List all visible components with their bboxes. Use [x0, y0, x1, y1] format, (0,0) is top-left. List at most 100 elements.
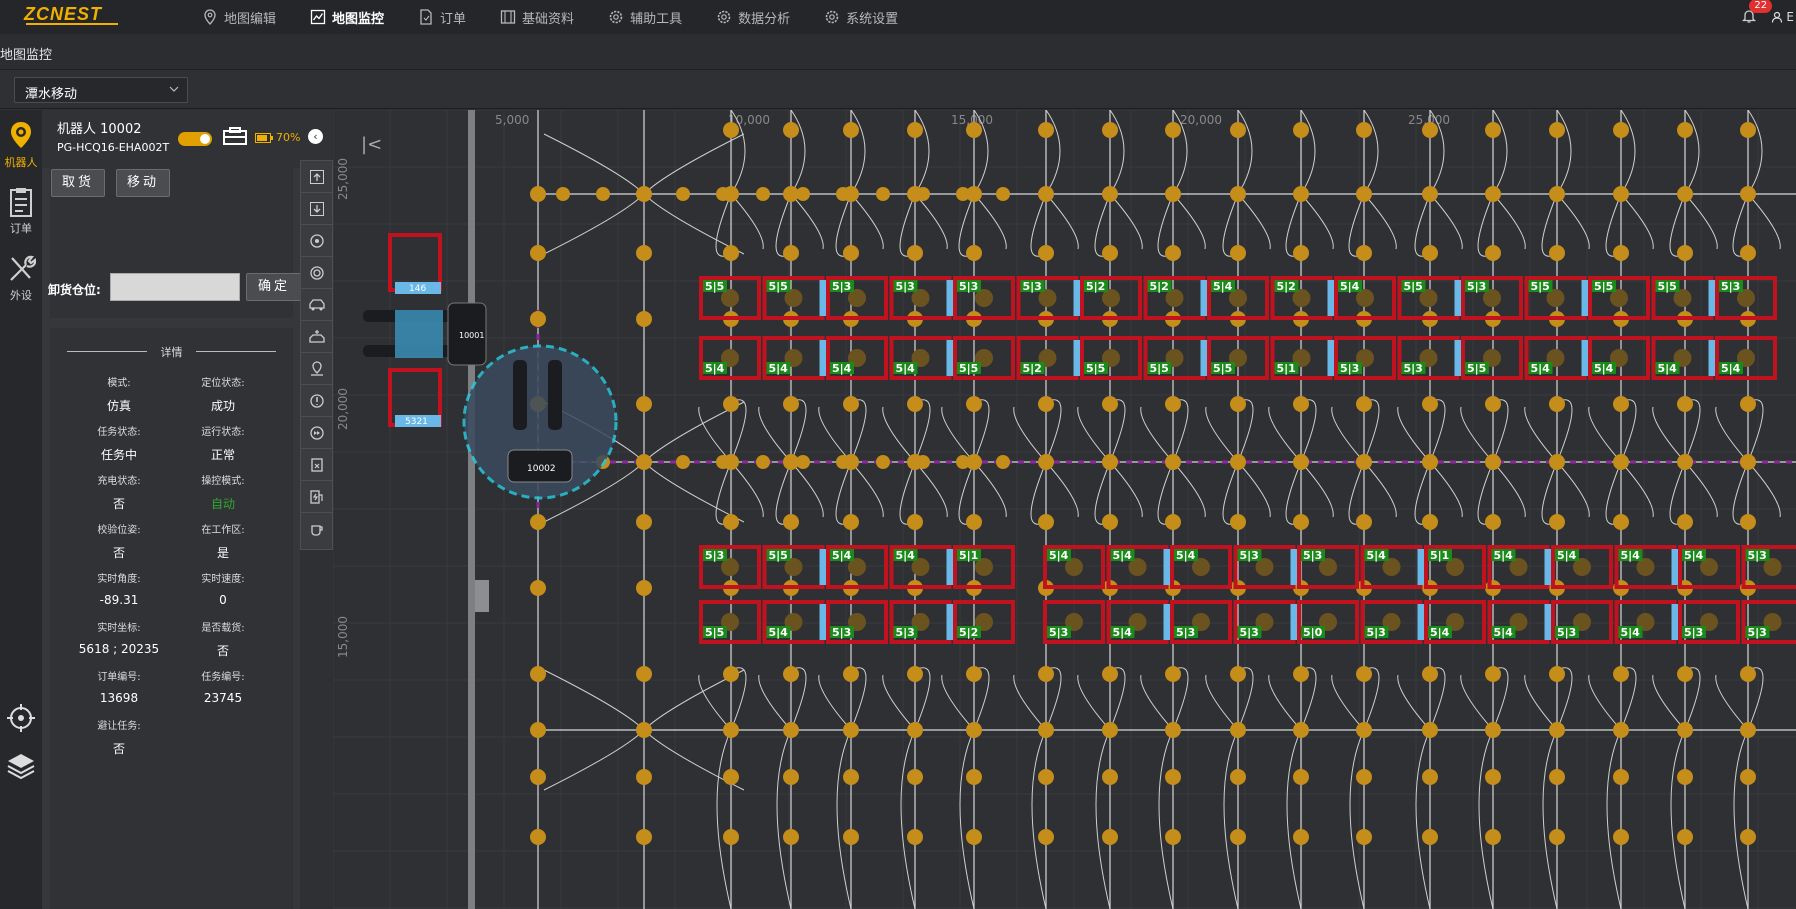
rail-locate[interactable]	[0, 702, 42, 736]
curve-path	[914, 461, 948, 518]
slot-label: 5|2	[1086, 280, 1105, 293]
tool-target[interactable]	[301, 225, 332, 257]
slot-tag	[830, 280, 854, 292]
robot-enable-toggle[interactable]	[178, 132, 212, 146]
tool-download[interactable]	[301, 193, 332, 225]
collapse-map-arrow: |<	[361, 134, 382, 155]
tool-charge[interactable]	[301, 481, 332, 513]
pick-button[interactable]: 取货	[51, 169, 105, 197]
curve-path	[1524, 674, 1558, 731]
path-node	[1165, 396, 1181, 412]
slot-tag	[766, 362, 791, 374]
curve-path	[790, 110, 806, 195]
slot-tag	[1147, 280, 1172, 292]
path-node	[1677, 396, 1693, 412]
detail-value: 否	[112, 546, 125, 560]
slot-tag	[1338, 362, 1362, 374]
path-node	[1422, 514, 1438, 530]
path-node	[966, 829, 982, 845]
path-node	[596, 187, 610, 201]
detail-value: 否	[112, 742, 125, 756]
tool-location[interactable]	[301, 353, 332, 385]
path-node	[1102, 722, 1118, 738]
detail-value: 自动	[210, 497, 235, 511]
curve-path	[914, 667, 931, 731]
curve-path	[716, 729, 732, 909]
marker-tag	[819, 280, 828, 316]
detail-key: 模式:	[107, 378, 131, 389]
path-node	[966, 122, 982, 138]
detail-key: 是否载货:	[201, 623, 245, 634]
robot-panel: 机器人 10002 PG-HCQ16-EHA002T 70% ‹ 取货 移动 卸…	[42, 110, 332, 909]
nav-map-monitor[interactable]: 地图监控	[310, 8, 384, 27]
rail-orders[interactable]: 订单	[0, 186, 42, 236]
nav-aux-tools[interactable]: 辅助工具	[608, 8, 682, 27]
vehicle-icon	[308, 298, 325, 310]
collapse-panel-button[interactable]: ‹	[308, 129, 323, 144]
path-node	[676, 187, 690, 201]
user-menu[interactable]: E	[1771, 10, 1794, 24]
detail-item: 任务编号:23745	[168, 668, 278, 705]
slot-label: 5|4	[1113, 626, 1133, 639]
nav-data-analysis[interactable]: 数据分析	[716, 8, 790, 27]
curve-path	[1237, 110, 1253, 195]
scene-select[interactable]: 潭水移动	[14, 77, 188, 103]
x-tick-label: 5,000	[495, 113, 529, 127]
operation-box: 取货 移动 卸货仓位: 确定	[48, 168, 302, 318]
nav-orders[interactable]: 订单	[418, 8, 466, 27]
curve-path	[1492, 461, 1526, 518]
detail-item: 实时速度:0	[168, 570, 278, 607]
nav-system-settings[interactable]: 系统设置	[824, 8, 898, 27]
marker-tag	[1454, 340, 1463, 376]
detail-item: 实时坐标:5618 ; 20235	[64, 619, 174, 656]
slot-tag	[1020, 362, 1045, 374]
slot-label: 5|1	[1430, 549, 1449, 562]
move-button[interactable]: 移动	[116, 169, 170, 197]
user-name: E	[1786, 10, 1794, 24]
rail-peripherals-label: 外设	[10, 289, 32, 302]
slot-label: 5|5	[1594, 280, 1613, 293]
path-node	[1356, 245, 1372, 261]
tool-focus[interactable]	[301, 257, 332, 289]
curve-path	[1205, 674, 1239, 731]
tool-alert[interactable]	[301, 385, 332, 417]
app-logo[interactable]: ZCNEST	[24, 4, 102, 24]
path-node	[723, 396, 739, 412]
tool-task[interactable]	[301, 449, 332, 481]
detail-value: 是	[216, 546, 229, 560]
slot-label: 5|3	[705, 549, 724, 562]
rack-cell	[1334, 276, 1396, 320]
curve-path	[973, 193, 1007, 250]
rail-robot[interactable]: 机器人	[0, 120, 42, 170]
rail-peripherals[interactable]: 外设	[0, 253, 42, 303]
path-node	[1038, 454, 1054, 470]
tool-vehicle[interactable]	[301, 289, 332, 321]
confirm-button[interactable]: 确定	[246, 273, 302, 301]
marker-tag	[395, 282, 441, 294]
slot-label: 5|3	[1467, 280, 1486, 293]
path-node	[1740, 396, 1756, 412]
tool-vehicle-add[interactable]	[301, 321, 332, 353]
path-node	[636, 311, 652, 327]
tool-forward[interactable]	[301, 417, 332, 449]
tool-cup[interactable]	[301, 513, 332, 545]
notification-bell[interactable]: 22	[1741, 0, 1773, 26]
path-node	[1165, 122, 1181, 138]
curve-path	[730, 110, 746, 195]
slot-tag	[1428, 626, 1452, 638]
path-node	[1230, 454, 1246, 470]
tool-upload[interactable]	[301, 161, 332, 193]
unload-slot-input[interactable]	[110, 273, 240, 301]
x-tick-label: 15,000	[951, 113, 993, 127]
robot-fork	[513, 360, 527, 430]
nav-map-edit[interactable]: 地图编辑	[202, 8, 276, 27]
x-tick-label: 25,000	[1408, 113, 1450, 127]
nav-base-data[interactable]: 基础资料	[500, 8, 574, 27]
tools-icon	[10, 255, 36, 281]
curve-path	[1556, 461, 1590, 518]
curve-path	[1077, 406, 1111, 463]
path-node	[1038, 829, 1054, 845]
rail-layers[interactable]	[0, 750, 42, 784]
